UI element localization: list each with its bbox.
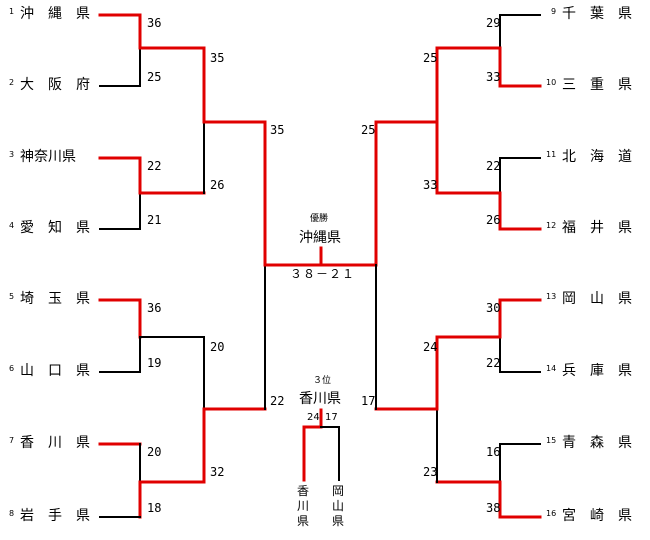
left-team-score: 21 (147, 213, 162, 227)
left-team-seed: 1 (9, 7, 15, 16)
left-team-name: 大 阪 府 (20, 77, 90, 93)
left-team-seed: 6 (9, 364, 15, 373)
left-team-seed: 7 (9, 436, 15, 445)
right-team-seed: 12 (546, 221, 557, 230)
left-team-seed: 8 (9, 509, 15, 518)
right-team-score: 22 (486, 159, 501, 173)
left-team-score: 36 (147, 16, 162, 30)
right-semi-score-2: 17 (361, 394, 376, 408)
third-place-label: ３位 (313, 376, 332, 386)
right-team-seed: 13 (546, 292, 557, 301)
right-r2-score-1: 25 (423, 51, 438, 65)
right-team-seed: 9 (551, 7, 557, 16)
third-team-left: 香川県 (296, 484, 309, 528)
left-team-score: 18 (147, 501, 162, 515)
right-team-name: 千 葉 県 (562, 6, 632, 22)
champion-name: 沖縄県 (299, 230, 341, 246)
left-team-name: 山 口 県 (20, 363, 90, 379)
left-team-score: 36 (147, 301, 162, 315)
right-team-name: 兵 庫 県 (562, 363, 632, 379)
left-team-seed: 4 (9, 221, 15, 230)
right-team-score: 29 (486, 16, 501, 30)
right-semi-score-1: 25 (361, 123, 376, 137)
left-team-name: 埼 玉 県 (20, 291, 90, 307)
left-team-score: 22 (147, 159, 162, 173)
right-team-score: 38 (486, 501, 501, 515)
left-semi-score-1: 35 (270, 123, 285, 137)
right-team-name: 北 海 道 (562, 149, 632, 165)
third-place-name: 香川県 (299, 391, 341, 407)
right-team-score: 33 (486, 70, 501, 84)
left-team-name: 神奈川県 (20, 149, 76, 165)
right-team-seed: 16 (546, 509, 557, 518)
right-team-score: 26 (486, 213, 501, 227)
right-team-name: 青 森 県 (562, 435, 632, 451)
left-team-name: 愛 知 県 (20, 220, 90, 236)
final-score: ３８－２１ (290, 267, 356, 281)
third-score-left: 24 (307, 412, 320, 423)
right-r2-score-2: 33 (423, 178, 438, 192)
right-r2-score-3: 24 (423, 340, 438, 354)
right-team-name: 岡 山 県 (562, 291, 632, 307)
right-team-name: 宮 崎 県 (562, 508, 632, 524)
left-semi-score-2: 22 (270, 394, 285, 408)
left-team-score: 25 (147, 70, 162, 84)
right-team-name: 福 井 県 (562, 220, 632, 236)
third-team-right: 岡山県 (331, 484, 344, 528)
right-team-name: 三 重 県 (562, 77, 632, 93)
left-team-seed: 3 (9, 150, 15, 159)
left-team-name: 岩 手 県 (20, 508, 90, 524)
left-r2-score-3: 20 (210, 340, 225, 354)
right-team-score: 30 (486, 301, 501, 315)
left-r2-score-4: 32 (210, 465, 225, 479)
right-team-seed: 10 (546, 78, 557, 87)
right-team-seed: 11 (546, 150, 557, 159)
right-r2-score-4: 23 (423, 465, 438, 479)
left-team-seed: 2 (9, 78, 15, 87)
left-team-name: 沖 縄 県 (20, 6, 90, 22)
third-score-right: 17 (325, 412, 338, 423)
right-team-score: 22 (486, 356, 501, 370)
right-team-seed: 14 (546, 364, 557, 373)
champion-label: 優勝 (310, 214, 329, 224)
left-r2-score-2: 26 (210, 178, 225, 192)
right-team-seed: 15 (546, 436, 557, 445)
right-team-score: 16 (486, 445, 501, 459)
left-team-score: 19 (147, 356, 162, 370)
left-team-score: 20 (147, 445, 162, 459)
left-team-seed: 5 (9, 292, 15, 301)
left-team-name: 香 川 県 (20, 435, 90, 451)
left-r2-score-1: 35 (210, 51, 225, 65)
